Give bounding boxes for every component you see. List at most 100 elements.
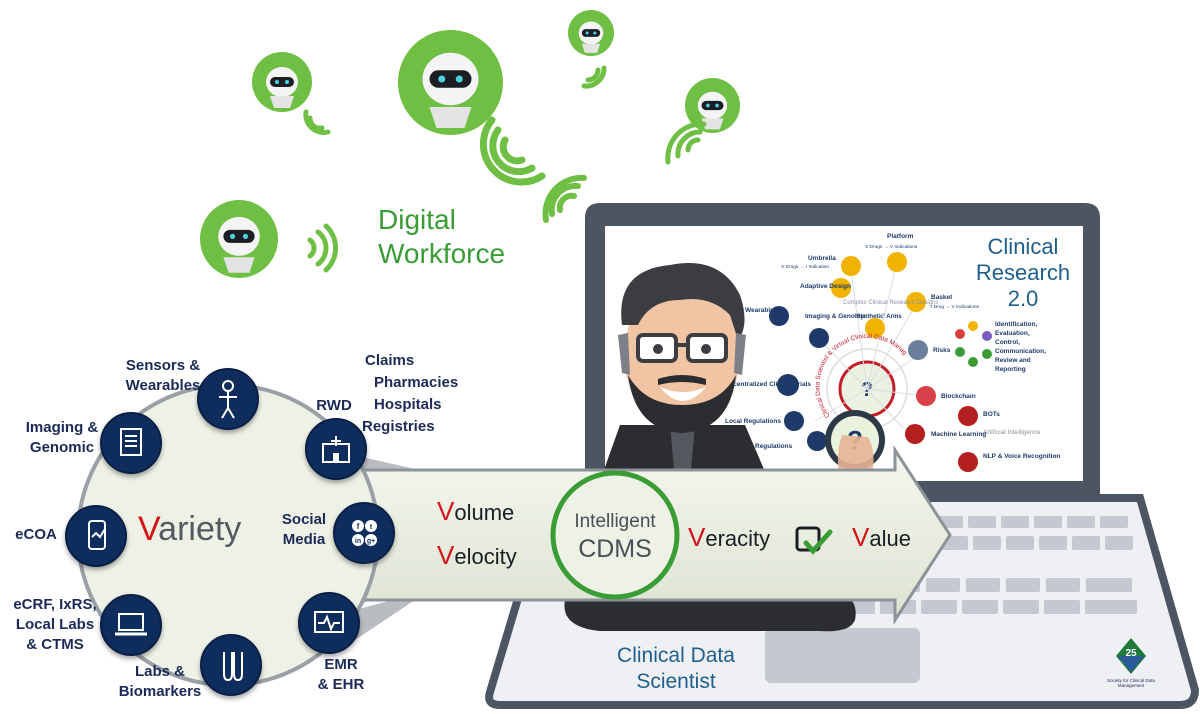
cdms-line2: CDMS — [578, 535, 652, 563]
regulations-label: Regulations — [755, 443, 793, 450]
ievcrr-6: Reporting — [995, 366, 1026, 373]
complex-label: Complex Clinical Research Designs — [843, 300, 938, 306]
basket-sub: I Drug → V Indications — [931, 304, 980, 310]
nlp-label: NLP & Voice Recognition — [983, 453, 1060, 460]
ml-label: Machine Learning — [931, 431, 986, 438]
svg-text:f: f — [357, 522, 360, 531]
variety-rest: ariety — [158, 510, 242, 548]
ecoa-label: eCOA — [8, 525, 64, 545]
basket-label: Basket — [931, 294, 953, 301]
umbrella-bubble — [841, 256, 861, 276]
labs-tubes-icon — [200, 634, 262, 696]
labs-line2: Biomarkers — [118, 683, 202, 700]
adaptive-bubble — [831, 278, 851, 298]
decentral-bubble — [777, 374, 799, 396]
rwd-label: RWD — [316, 397, 352, 414]
cdms-label: Intelligent CDMS — [553, 510, 677, 564]
imaging-label: Imaging & Genomic — [8, 418, 116, 458]
bots-label: BOTs — [983, 411, 1000, 418]
svg-text:in: in — [355, 538, 361, 545]
synthetic-bubble — [865, 318, 885, 338]
veracity-v: V — [688, 522, 706, 552]
risks-bubble — [908, 340, 928, 360]
logo-number: 25 — [1125, 648, 1137, 659]
nlp-bubble — [958, 452, 978, 472]
labs-line1: Labs & — [134, 663, 185, 680]
reg-bubble — [807, 431, 827, 451]
social-line1: Social — [281, 511, 327, 528]
ievcrr-3: Control, — [995, 339, 1020, 346]
clinical-research-title: Clinical Research 2.0 — [968, 234, 1078, 312]
velocity-rest: elocity — [454, 544, 517, 569]
emr-line2: & EHR — [317, 676, 365, 693]
ai-label: Artificial Intelligence — [983, 429, 1041, 436]
ievcrr-5: Review and — [995, 357, 1031, 364]
wearables-screen-label: Wearables — [745, 307, 778, 314]
ecrf-line1: eCRF, IxRS, — [13, 596, 97, 613]
clinical-research-line3: 2.0 — [1007, 286, 1039, 311]
robot-avatar-4 — [685, 78, 740, 133]
ml-bubble — [905, 424, 925, 444]
rwd-pharmacies: Pharmacies — [374, 374, 459, 391]
ecrf-laptop-icon — [100, 594, 162, 656]
synthetic-label: 'Synthetic' Arms — [855, 314, 902, 320]
blockchain-label: Blockchain — [941, 393, 976, 400]
value-rest: alue — [869, 526, 911, 551]
logo-caption: Society for Clinical Data Management — [1107, 678, 1155, 688]
scdm-logo-mark — [1116, 638, 1146, 674]
velocity-word: Velocity — [437, 540, 517, 571]
imaging-bubble — [809, 328, 829, 348]
ecrf-label: eCRF, IxRS, Local Labs & CTMS — [5, 595, 105, 655]
robot-avatar-3 — [568, 10, 614, 56]
umbrella-sub: X Drugs → I Indication — [781, 264, 829, 270]
sensors-line1: Sensors & — [125, 357, 201, 374]
ecoa-icon — [65, 505, 127, 567]
ievcrr-1: Identification, — [995, 321, 1037, 328]
risks-label: Risks — [933, 347, 951, 354]
social-label: Social Media — [274, 510, 334, 550]
basket-bubble — [906, 292, 926, 312]
localreg-label: Local Regulations — [725, 418, 781, 425]
platform-sub: X Drugs → V Indications — [865, 244, 918, 250]
scdm-logo: 25 Society for Clinical Data Management — [1096, 636, 1166, 692]
sensors-line2: Wearables — [125, 377, 201, 394]
emr-monitor-icon — [298, 592, 360, 654]
rwd-hospitals: Hospitals — [374, 396, 442, 413]
imaging-genomic-icon — [100, 412, 162, 474]
imaging-line2: Genomic — [29, 439, 95, 456]
workforce-line: Workforce — [378, 238, 506, 269]
robot-avatar-2 — [398, 30, 503, 135]
emr-label: EMR & EHR — [308, 655, 374, 695]
veracity-rest: eracity — [705, 526, 771, 551]
veracity-word: Veracity — [688, 522, 770, 553]
ecrf-line2: Local Labs — [15, 616, 95, 633]
decentral-label: Decentralized Clinical Trials — [725, 381, 811, 388]
social-line2: Media — [282, 531, 326, 548]
digital-line: Digital — [378, 204, 456, 235]
imaging-screen-label: Imaging & Genomic — [805, 313, 866, 320]
scientist-line1: Clinical Data — [617, 644, 735, 667]
rwd-registries: Registries — [362, 418, 435, 435]
rwd-hospital-icon — [305, 418, 367, 480]
value-v: V — [852, 522, 870, 552]
ievcrr-2: Evaluation, — [995, 330, 1030, 337]
wearables-bubble — [769, 306, 789, 326]
svg-text:t: t — [370, 524, 373, 531]
sensors-label: Sensors & Wearables — [108, 356, 218, 396]
volume-word: Volume — [437, 496, 514, 527]
svg-text:g+: g+ — [367, 538, 375, 545]
volume-rest: olume — [454, 500, 515, 525]
blockchain-bubble — [916, 386, 936, 406]
umbrella-label: Umbrella — [808, 255, 836, 262]
ecoa-line1: eCOA — [15, 526, 57, 543]
adaptive-label: Adaptive Design — [800, 283, 851, 290]
labs-label: Labs & Biomarkers — [112, 662, 208, 702]
variety-v: V — [138, 510, 159, 548]
clinical-research-line2: Research — [975, 260, 1071, 285]
social-media-icon: f t in g+ — [333, 502, 395, 564]
robot-avatar-1 — [252, 52, 312, 112]
ecrf-line3: & CTMS — [26, 636, 84, 653]
platform-bubble — [887, 252, 907, 272]
digital-workforce-title: Digital Workforce — [378, 203, 505, 271]
